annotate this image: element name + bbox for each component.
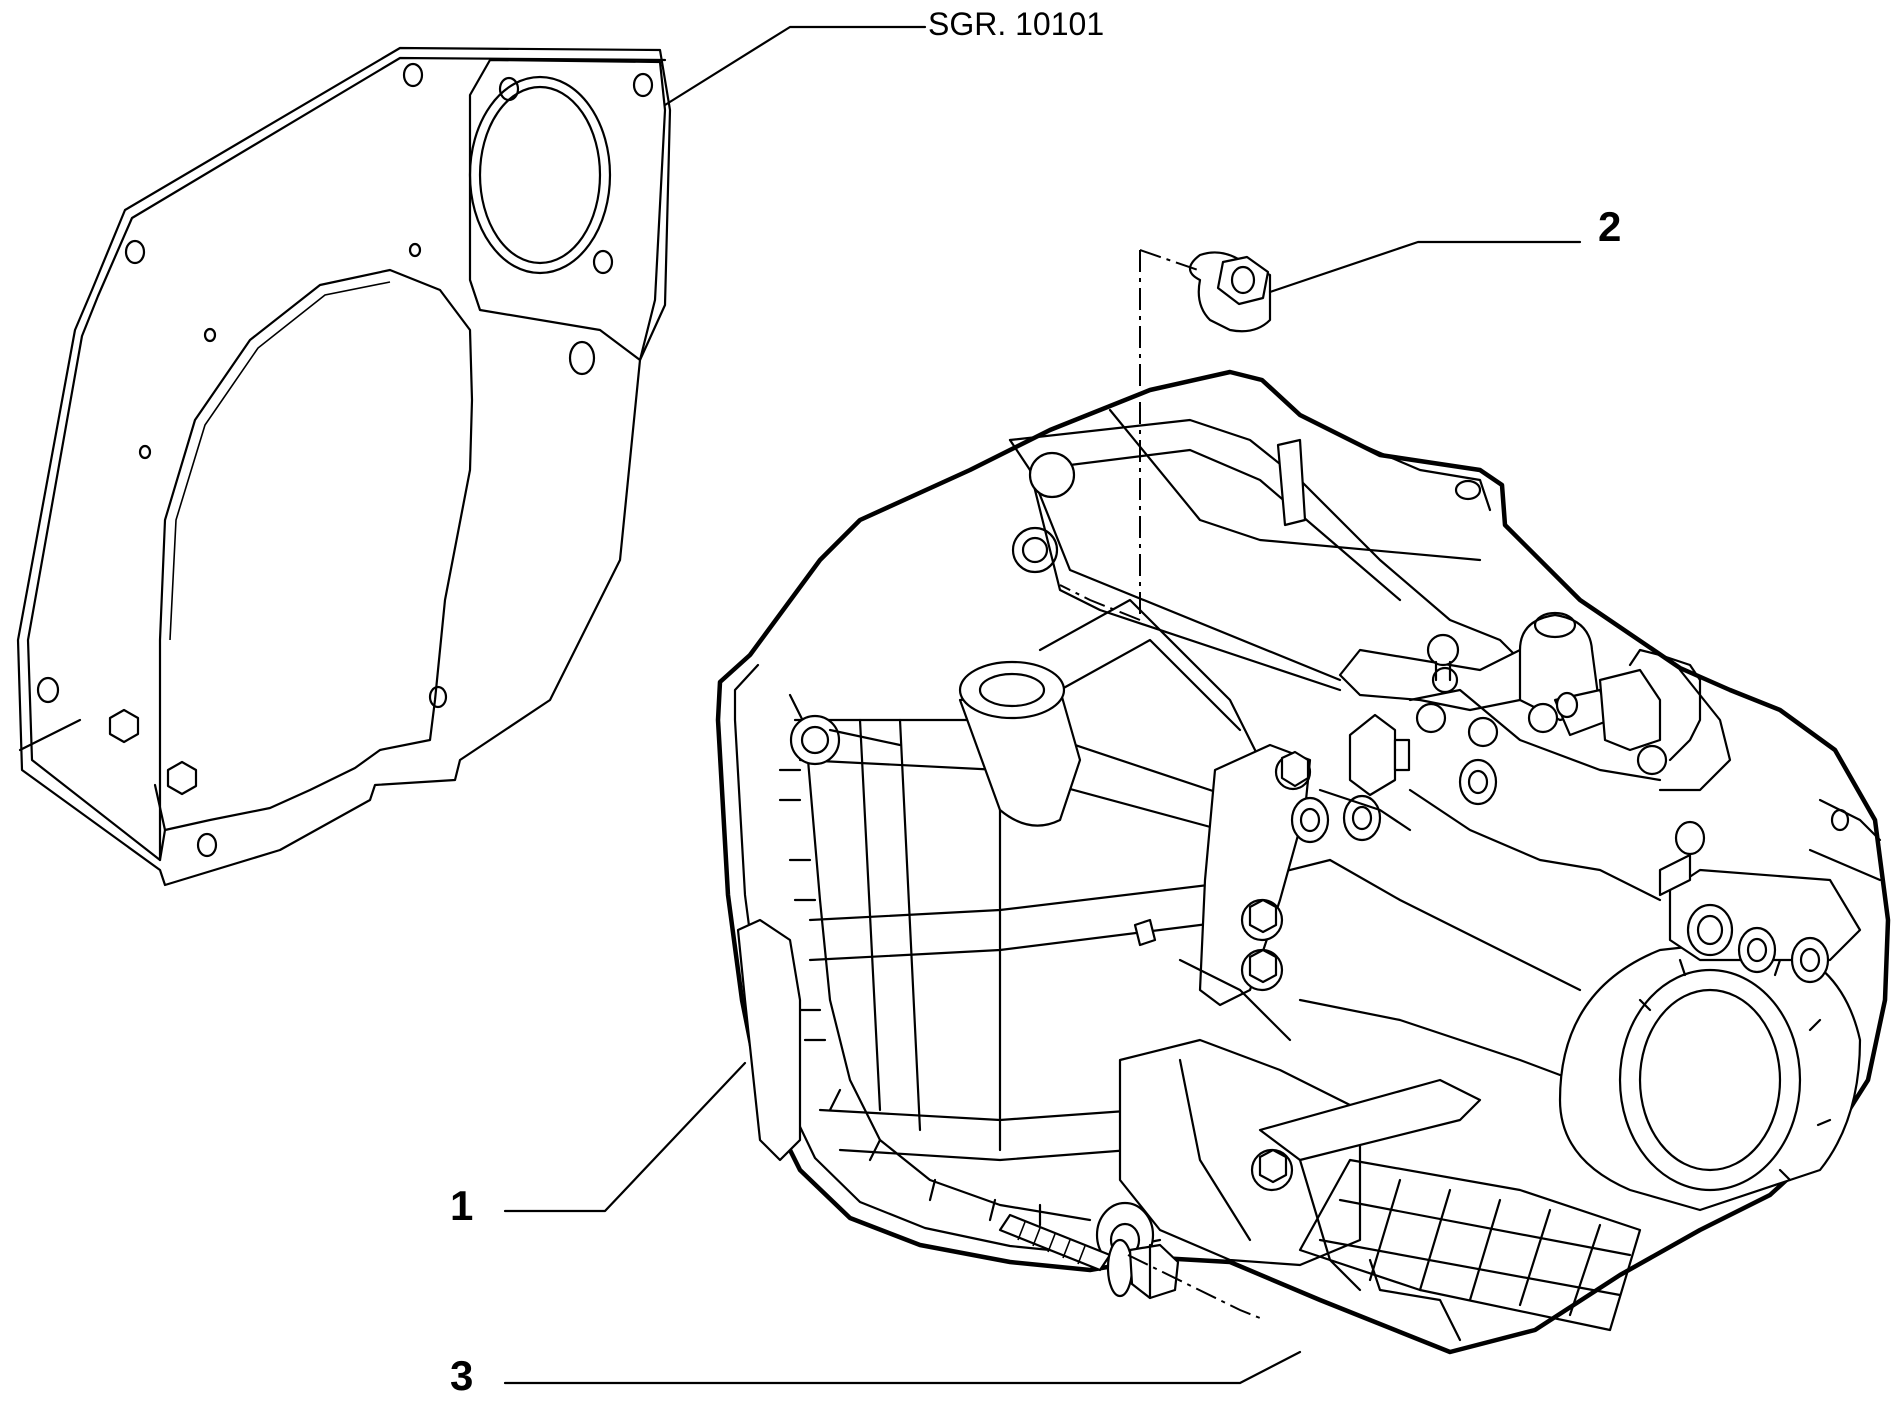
gearshift-mechanism [1118,611,1882,1342]
callout-1: 1 [450,1182,474,1229]
leader-line-2 [1268,240,1582,294]
flange-nut-part-2 [1059,249,1272,621]
webbing-grid [1298,1158,1642,1332]
callout-2: 2 [1598,203,1622,250]
leader-line-3 [503,1350,1302,1385]
leader-line-sgr [663,25,927,107]
flange-bolt-part-3 [998,1213,1266,1321]
flywheel-cover-plate [16,46,672,887]
leader-line-1 [503,1061,747,1213]
callout-3: 3 [450,1352,474,1399]
group-reference-label: SGR. 10101 [928,6,1105,42]
